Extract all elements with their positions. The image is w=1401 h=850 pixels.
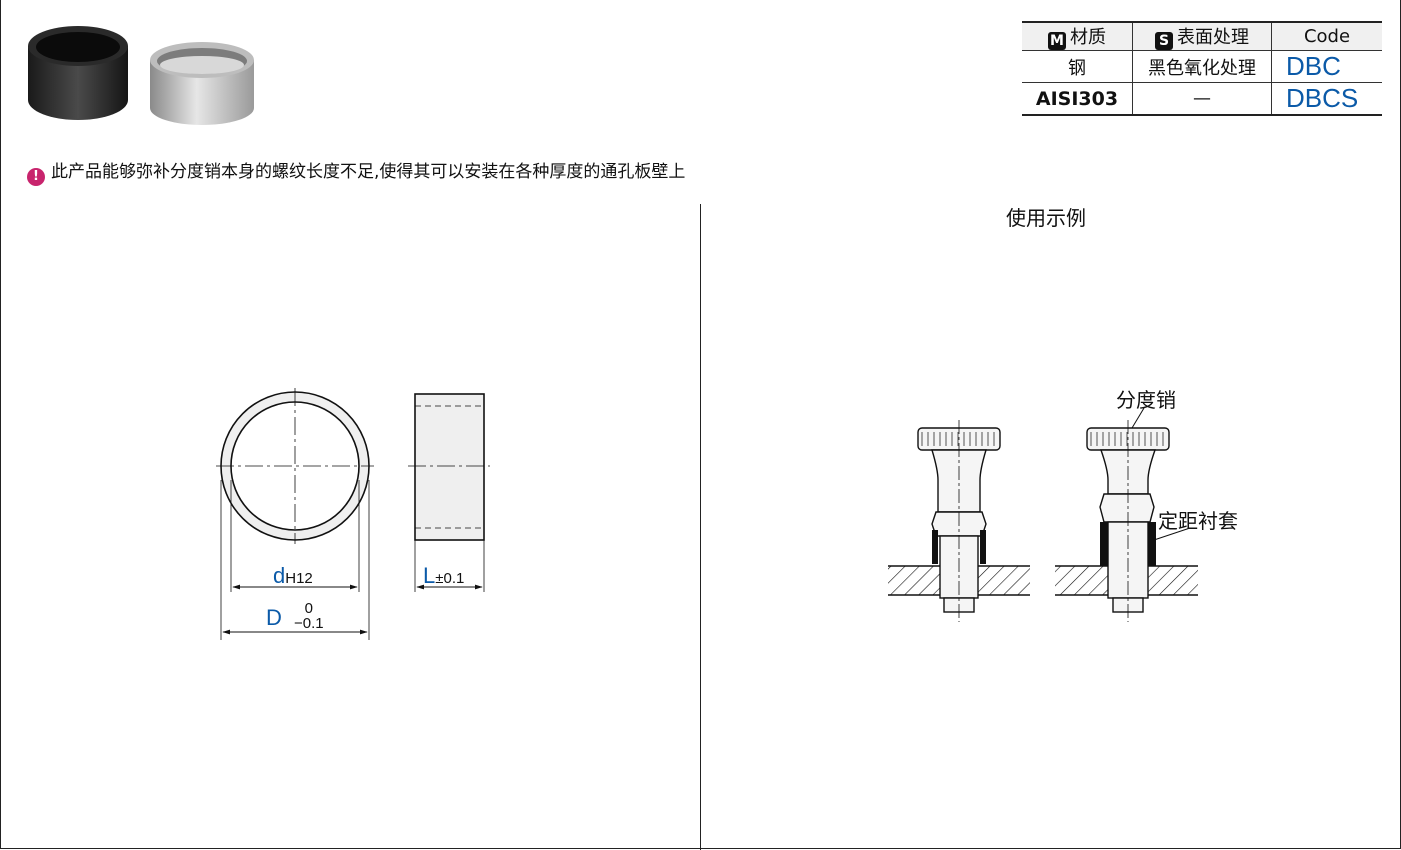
material-tag-icon: M [1048,32,1066,50]
ring-side-view [408,393,490,592]
cell-code: DBCS [1271,82,1382,115]
table-row: 钢 黑色氧化处理 DBC [1022,50,1382,83]
header-code: Code [1271,22,1382,51]
cell-material: AISI303 [1035,87,1119,110]
label-index-pin: 分度销 [1116,388,1176,412]
cell-surface: — [1132,82,1272,115]
usage-title: 使用示例 [1006,206,1086,230]
steel-bushing-photo [150,42,254,125]
cell-surface: 黑色氧化处理 [1132,50,1272,83]
dim-d: dH12 [273,563,313,588]
dim-D-tolerance: 0 −0.1 [294,600,324,632]
cell-material: 钢 [1068,57,1086,79]
note-text: 此产品能够弥补分度销本身的螺纹长度不足,使得其可以安装在各种厚度的通孔板壁上 [51,162,686,182]
section-divider [700,204,701,850]
product-note: ! 此产品能够弥补分度销本身的螺纹长度不足,使得其可以安装在各种厚度的通孔板壁上 [27,161,685,186]
black-bushing-photo [28,26,128,120]
info-bulb-icon: ! [27,168,45,186]
cell-code: DBC [1271,50,1382,83]
ring-front-view [216,388,374,640]
table-row: AISI303 — DBCS [1022,82,1382,115]
surface-tag-icon: S [1155,32,1173,50]
dim-D: D [266,605,282,630]
label-spacer-bushing: 定距衬套 [1158,509,1238,533]
product-photos [28,26,254,125]
usage-example-with-spacer [1055,407,1198,622]
dim-L: L±0.1 [423,563,465,588]
usage-example-without-spacer [888,420,1030,622]
